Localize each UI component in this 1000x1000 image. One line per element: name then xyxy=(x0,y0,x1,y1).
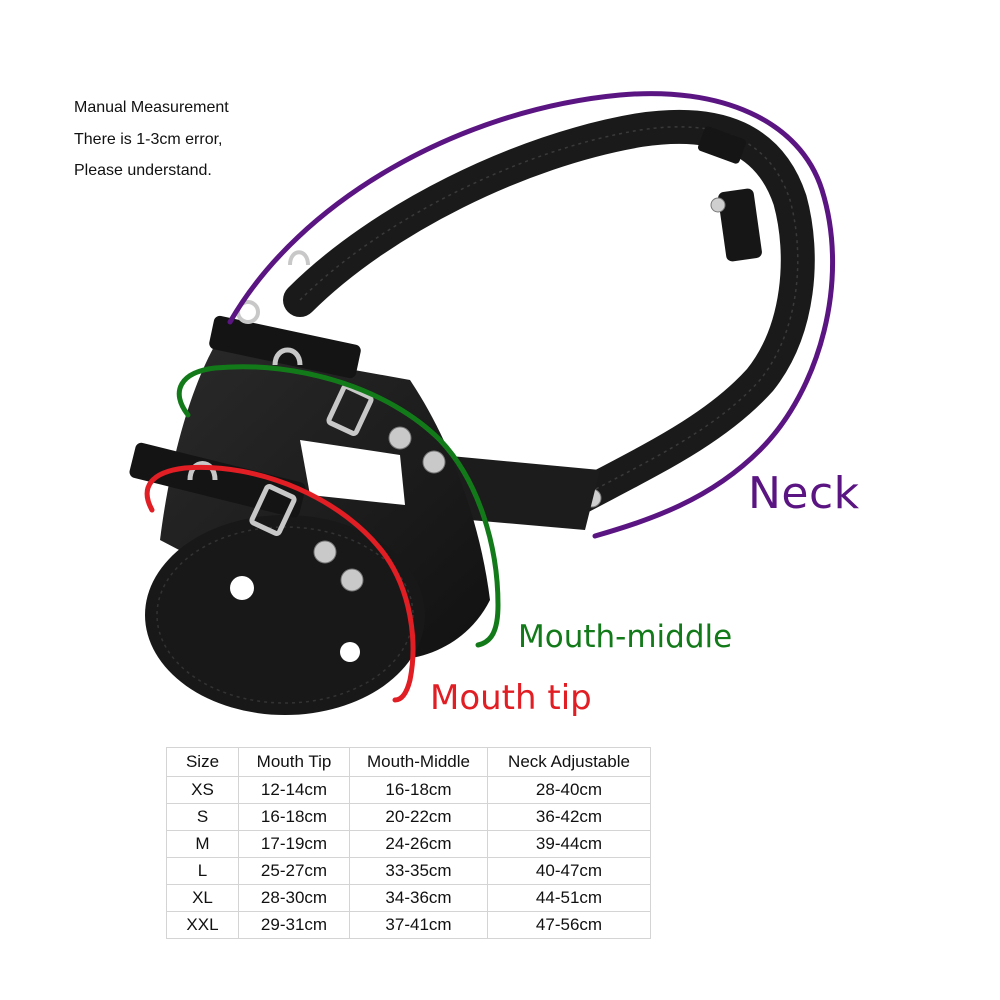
table-header-row: Size Mouth Tip Mouth-Middle Neck Adjusta… xyxy=(166,747,651,777)
cell-neck: 47-56cm xyxy=(487,911,651,939)
note-line-1: Manual Measurement xyxy=(74,99,229,116)
cell-mouth-tip: 28-30cm xyxy=(238,884,350,912)
cell-size: XS xyxy=(166,776,239,804)
cell-size: S xyxy=(166,803,239,831)
table-row: S 16-18cm 20-22cm 36-42cm xyxy=(166,803,651,831)
breathing-hole xyxy=(340,642,360,662)
cell-mouth-tip: 17-19cm xyxy=(238,830,350,858)
cell-mouth-tip: 29-31cm xyxy=(238,911,350,939)
header-mouth-tip: Mouth Tip xyxy=(238,747,350,777)
cell-size: XXL xyxy=(166,911,239,939)
muzzle-cage xyxy=(129,250,519,715)
table-row: XS 12-14cm 16-18cm 28-40cm xyxy=(166,776,651,804)
cell-mouth-middle: 37-41cm xyxy=(349,911,488,939)
header-mouth-middle: Mouth-Middle xyxy=(349,747,488,777)
mouth-middle-label: Mouth-middle xyxy=(518,619,733,655)
note-line-3: Please understand. xyxy=(74,162,212,179)
cell-neck: 36-42cm xyxy=(487,803,651,831)
cell-size: M xyxy=(166,830,239,858)
breathing-hole xyxy=(497,544,519,566)
table-row: XL 28-30cm 34-36cm 44-51cm xyxy=(166,884,651,912)
mouth-tip-measure-arc xyxy=(144,464,416,703)
mouth-middle-measure-arc xyxy=(176,364,501,648)
cell-mouth-tip: 12-14cm xyxy=(238,776,350,804)
cell-neck: 40-47cm xyxy=(487,857,651,885)
header-neck-adjustable: Neck Adjustable xyxy=(487,747,651,777)
cell-neck: 44-51cm xyxy=(487,884,651,912)
neck-measure-arc xyxy=(227,91,836,539)
mouth-tip-label: Mouth tip xyxy=(430,678,592,718)
header-size: Size xyxy=(166,747,239,777)
cell-neck: 39-44cm xyxy=(487,830,651,858)
measurement-note: Manual Measurement There is 1-3cm error,… xyxy=(74,92,229,187)
cell-size: XL xyxy=(166,884,239,912)
neck-label: Neck xyxy=(748,468,860,519)
breathing-hole xyxy=(230,576,254,600)
size-chart-table: Size Mouth Tip Mouth-Middle Neck Adjusta… xyxy=(166,747,651,939)
cell-neck: 28-40cm xyxy=(487,776,651,804)
table-row: M 17-19cm 24-26cm 39-44cm xyxy=(166,830,651,858)
cell-mouth-tip: 25-27cm xyxy=(238,857,350,885)
cell-mouth-middle: 33-35cm xyxy=(349,857,488,885)
cell-size: L xyxy=(166,857,239,885)
note-line-2: There is 1-3cm error, xyxy=(74,130,223,148)
cell-mouth-middle: 34-36cm xyxy=(349,884,488,912)
table-row: L 25-27cm 33-35cm 40-47cm xyxy=(166,857,651,885)
cell-mouth-middle: 16-18cm xyxy=(349,776,488,804)
table-row: XXL 29-31cm 37-41cm 47-56cm xyxy=(166,911,651,939)
cell-mouth-middle: 24-26cm xyxy=(349,830,488,858)
cell-mouth-middle: 20-22cm xyxy=(349,803,488,831)
cell-mouth-tip: 16-18cm xyxy=(238,803,350,831)
